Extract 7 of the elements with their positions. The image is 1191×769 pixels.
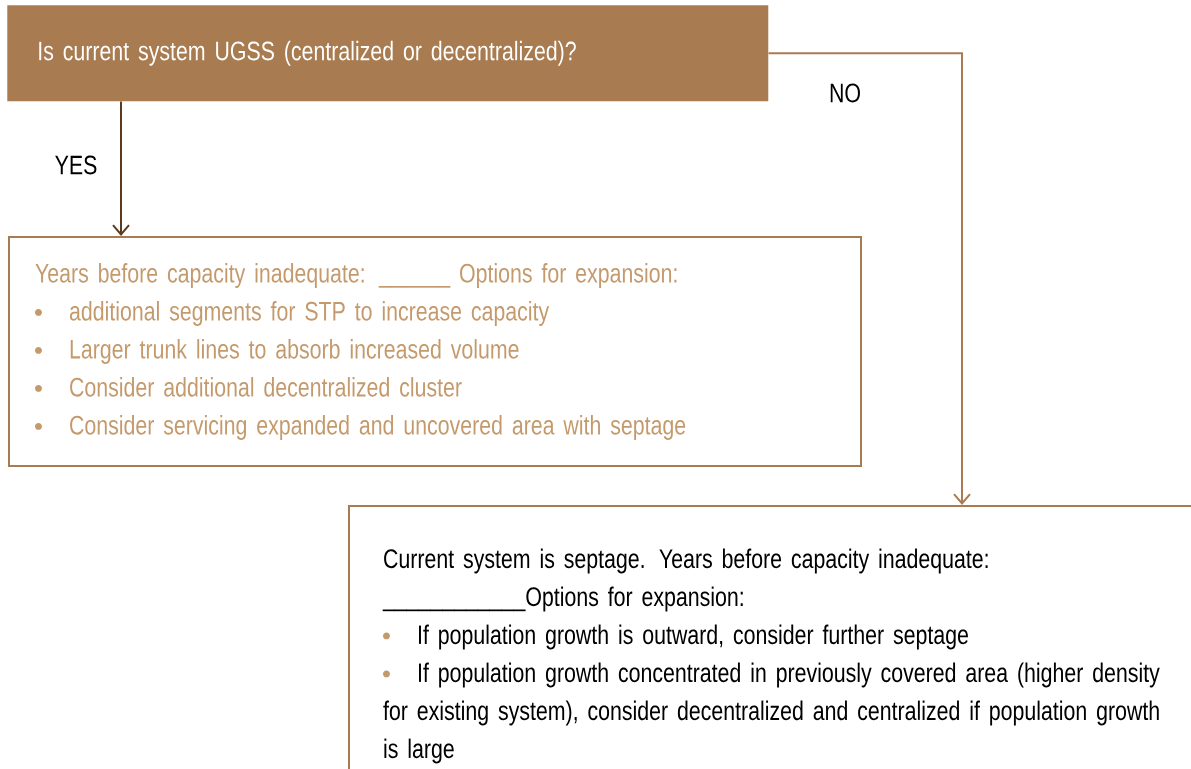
decision-box: Is current system UGSS (centralized or decentralized)? <box>7 5 769 102</box>
arrow <box>767 52 971 505</box>
arrow <box>112 100 130 236</box>
edge-label: YES <box>53 154 99 176</box>
edge-label: NO <box>827 82 863 104</box>
process-box: Current system is septage. Years before capacity inadequate: ____________Options for expansion: If population growth is outward, consider further septage If population growth concentrated in previously covered area (higher density for existing system), consider decentralized and centralized if population growth is large <box>348 505 1191 769</box>
process-box: Years before capacity inadequate: ______ Options for expansion: additional segments for STP to increase capacity Larger trunk lines to absorb increased volume Consider additional decentralized cluster Consider servicing expanded and uncovered area with septage <box>8 236 862 467</box>
